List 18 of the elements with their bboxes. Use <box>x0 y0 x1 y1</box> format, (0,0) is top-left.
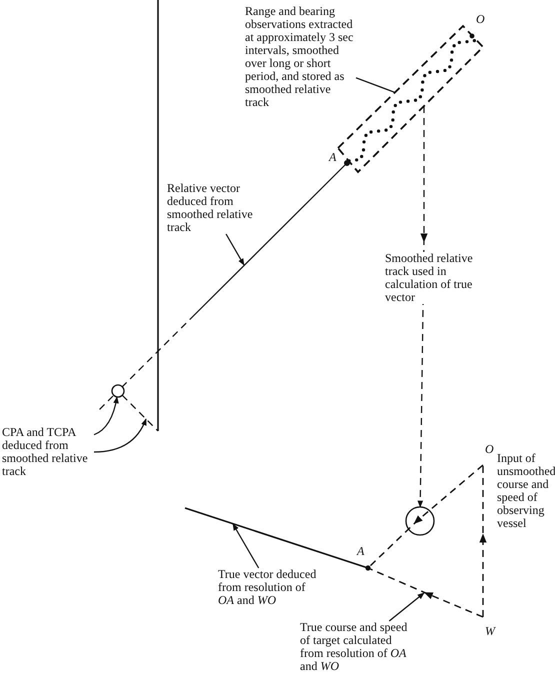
annotation-text: True course and speed of target calculated from resolution of OA and WO <box>300 621 408 673</box>
point-label: W <box>485 625 495 638</box>
annotation-text: Relative vector deduced from smoothed relative track <box>167 182 254 234</box>
point-label: A <box>329 151 336 164</box>
annotation-text: True vector deduced from resolution of OA and WO <box>218 568 318 607</box>
point-label: O <box>485 443 494 456</box>
leader-arrow <box>232 523 260 568</box>
dashed-arrow <box>418 106 428 507</box>
leader-arrow <box>94 396 119 436</box>
leader-arrow <box>388 592 425 622</box>
point-label: A <box>357 545 364 558</box>
perpendicular-line <box>122 394 158 432</box>
annotation-text: Range and bearing observations extracted at approximately 3 sec intervals, smoothed over long or short period, and stored as smoothed relative track <box>245 5 354 109</box>
leader-arrow <box>226 234 245 266</box>
leader-arrow <box>94 418 147 453</box>
leader-line <box>356 77 396 93</box>
point-label: O <box>476 13 485 26</box>
annotation-text: CPA and TCPA deduced from smoothed relative track <box>2 426 89 478</box>
